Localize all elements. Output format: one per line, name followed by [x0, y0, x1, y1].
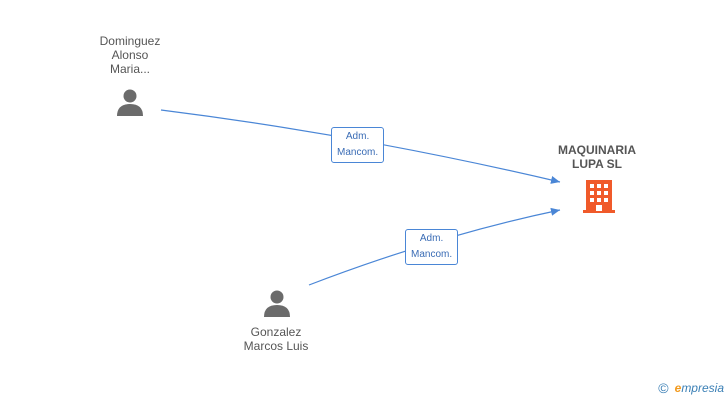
person-icon[interactable]: [115, 88, 145, 118]
brand-name: mpresia: [681, 381, 724, 395]
copyright-icon: ©: [658, 380, 669, 396]
person-icon[interactable]: [262, 289, 292, 319]
edge-label-person2-company[interactable]: Adm. Mancom.: [405, 229, 459, 265]
copyright-credit[interactable]: © e mpresia: [658, 380, 724, 396]
edge-label-person1-company[interactable]: Adm. Mancom.: [331, 127, 385, 163]
person2-label[interactable]: Gonzalez Marcos Luis: [243, 325, 309, 353]
building-icon[interactable]: [583, 178, 615, 214]
person1-label[interactable]: Dominguez Alonso Maria...: [99, 34, 161, 76]
brand-logo-e: e: [674, 381, 682, 395]
company-label[interactable]: MAQUINARIA LUPA SL: [558, 143, 636, 171]
